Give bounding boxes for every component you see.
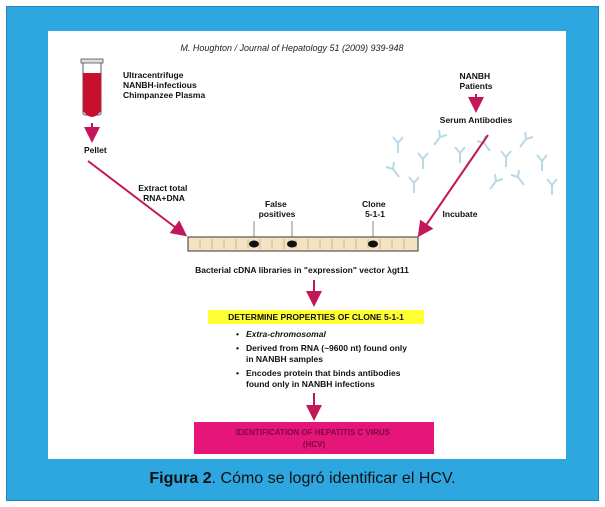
- caption-label: Figura 2: [149, 470, 212, 487]
- clone-line-2: 5-1-1: [365, 209, 385, 219]
- false-positive-spot-2: [287, 240, 297, 248]
- patients-line-2: Patients: [459, 81, 492, 91]
- property-1-line-1: Extra-chromosomal: [246, 329, 326, 339]
- bullet-2: •: [236, 343, 239, 353]
- properties-title: DETERMINE PROPERTIES OF CLONE 5-1-1: [228, 312, 404, 322]
- property-3-line-2: found only in NANBH infections: [246, 379, 375, 389]
- extract-line-1: Extract total: [138, 183, 187, 193]
- extract-line-2: RNA+DNA: [143, 193, 185, 203]
- source-line-1: Ultracentrifuge: [123, 70, 184, 80]
- result-line-1: IDENTIFICATION OF HEPATITIS C VIRUS: [236, 428, 391, 437]
- source-line-2: NANBH-infectious: [123, 80, 197, 90]
- bullet-1: •: [236, 329, 239, 339]
- antibodies-icon: [385, 129, 558, 195]
- figure-panel: M. Houghton / Journal of Hepatology 51 (…: [48, 31, 566, 459]
- result-label: IDENTIFICATION OF HEPATITIS C VIRUS (HCV…: [236, 428, 392, 449]
- property-2-line-2: in NANBH samples: [246, 354, 323, 364]
- result-line-2: (HCV): [303, 440, 326, 449]
- false-positives-line-2: positives: [259, 209, 296, 219]
- caption-text: . Cómo se logró identificar el HCV.: [211, 470, 456, 487]
- source-label: Ultracentrifuge NANBH-infectious Chimpan…: [123, 70, 205, 100]
- false-positive-spot-1: [249, 240, 259, 248]
- property-3-line-1: Encodes protein that binds antibodies: [246, 368, 401, 378]
- properties-title-highlight: [208, 310, 424, 324]
- clone-line-1: Clone: [362, 199, 386, 209]
- clone-spot: [368, 240, 378, 248]
- arrow-pellet-plate: [87, 160, 188, 237]
- extract-label: Extract total RNA+DNA: [138, 183, 190, 203]
- bullet-3: •: [236, 368, 239, 378]
- incubate-label: Incubate: [443, 209, 478, 219]
- test-tube-icon: [80, 58, 104, 117]
- clone-label: Clone 5-1-1: [362, 199, 388, 219]
- figure-caption: Figura 2. Cómo se logró identificar el H…: [0, 470, 605, 488]
- library-plate: [187, 236, 419, 252]
- citation: M. Houghton / Journal of Hepatology 51 (…: [180, 43, 403, 53]
- false-positives-label: False positives: [259, 199, 296, 219]
- property-2-line-1: Derived from RNA (~9600 nt) found only: [246, 343, 407, 353]
- hcv-identification-diagram: M. Houghton / Journal of Hepatology 51 (…: [80, 43, 558, 454]
- false-positives-line-1: False: [265, 199, 287, 209]
- source-line-3: Chimpanzee Plasma: [123, 90, 205, 100]
- patients-line-1: NANBH: [459, 71, 490, 81]
- patients-label: NANBH Patients: [459, 71, 492, 91]
- serum-label: Serum Antibodies: [440, 115, 513, 125]
- pellet-label: Pellet: [84, 145, 107, 155]
- properties-list: • Extra-chromosomal • Derived from RNA (…: [236, 329, 407, 389]
- library-label: Bacterial cDNA libraries in "expression"…: [195, 265, 409, 275]
- arrow-serum-plate: [417, 134, 489, 238]
- result-box: [194, 422, 434, 454]
